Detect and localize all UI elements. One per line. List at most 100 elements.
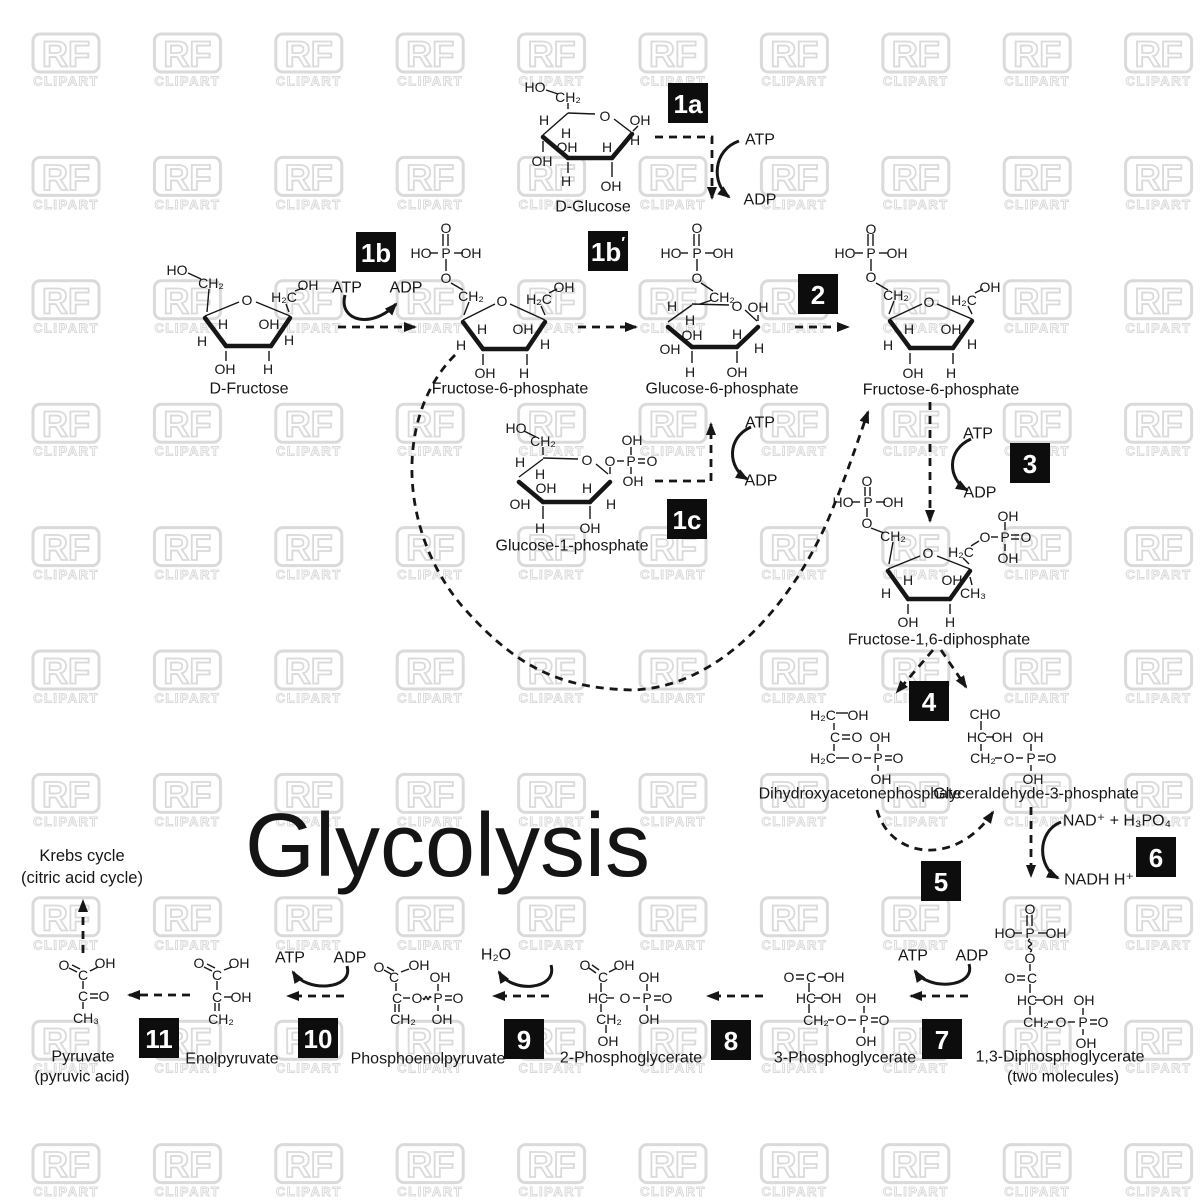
watermark-box bbox=[395, 1143, 465, 1185]
atom-label: OH bbox=[887, 245, 908, 261]
curve-atp-1c bbox=[731, 425, 752, 481]
watermark-box bbox=[517, 649, 587, 691]
atom-label: OH bbox=[95, 955, 116, 971]
cofactor-label: ADP bbox=[745, 473, 778, 490]
watermark-sub-text: CLIPART bbox=[397, 937, 463, 952]
watermark-sub-text: CLIPART bbox=[761, 1061, 827, 1076]
curve-atp-10 bbox=[291, 965, 350, 988]
atom-label: C bbox=[1027, 970, 1037, 986]
watermark-logo-text: RF bbox=[285, 651, 333, 692]
atom-label: CH₂ bbox=[530, 433, 556, 449]
atom-label: CH₃ bbox=[960, 585, 986, 601]
atom-label: P bbox=[642, 990, 651, 1006]
watermark-logo-text: RF bbox=[1135, 774, 1183, 815]
badge-box bbox=[922, 1019, 962, 1059]
atom-label: OH bbox=[623, 473, 644, 489]
watermark-sub-text: CLIPART bbox=[1004, 691, 1070, 706]
atom-label: H bbox=[535, 466, 545, 482]
atom-label: O bbox=[242, 292, 253, 308]
atom-label: OH bbox=[941, 321, 962, 337]
bond bbox=[223, 966, 233, 971]
atom-label: OH bbox=[215, 361, 236, 377]
bond-bold bbox=[734, 324, 761, 350]
watermark-sub-text: CLIPART bbox=[397, 1184, 463, 1199]
bond bbox=[936, 555, 971, 570]
atom-label: H₂C bbox=[951, 292, 977, 308]
watermark-box bbox=[881, 155, 951, 197]
cofactor-label: H₂O bbox=[481, 947, 511, 964]
watermark-logo-text: RF bbox=[528, 651, 576, 692]
watermark-box bbox=[759, 402, 829, 444]
badge-box bbox=[356, 232, 396, 272]
watermark-logo-text: RF bbox=[406, 651, 454, 692]
badge-number: 10 bbox=[304, 1024, 333, 1054]
bond-bold bbox=[947, 568, 973, 602]
atom-label: C bbox=[392, 990, 402, 1006]
watermark-box bbox=[1124, 1019, 1194, 1061]
atom-label: H bbox=[754, 340, 764, 356]
atom-label: OH bbox=[532, 153, 553, 169]
atom-label: HO bbox=[167, 262, 188, 278]
watermark-sub-text: CLIPART bbox=[640, 567, 706, 582]
watermark-logo-text: RF bbox=[892, 404, 940, 445]
watermark-sub-text: CLIPART bbox=[1004, 937, 1070, 952]
atom-label: O bbox=[692, 220, 703, 236]
watermark-sub-text: CLIPART bbox=[761, 444, 827, 459]
watermark-sub-text: CLIPART bbox=[397, 74, 463, 89]
watermark-box bbox=[1124, 1143, 1194, 1185]
watermark-logo-text: RF bbox=[528, 897, 576, 938]
watermark-logo-text: RF bbox=[1135, 404, 1183, 445]
watermark-box bbox=[638, 896, 708, 938]
watermark-sub-text: CLIPART bbox=[276, 1184, 342, 1199]
watermark-sub-text: CLIPART bbox=[1004, 1061, 1070, 1076]
watermark-sub-text: CLIPART bbox=[761, 74, 827, 89]
atom-label: OH bbox=[848, 707, 869, 723]
atom-label: O bbox=[582, 452, 593, 468]
watermark-sub-text: CLIPART bbox=[397, 444, 463, 459]
atom-label: CH₂ bbox=[880, 528, 906, 544]
watermark-sub-text: CLIPART bbox=[1126, 567, 1192, 582]
bond-bold bbox=[887, 318, 913, 351]
bond bbox=[540, 305, 546, 316]
watermark-logo-text: RF bbox=[1013, 1144, 1061, 1185]
atom-label: O bbox=[862, 473, 873, 489]
watermark-sub-text: CLIPART bbox=[33, 1061, 99, 1076]
bond bbox=[187, 272, 202, 280]
atom-label: OH bbox=[748, 299, 769, 315]
bond-bold bbox=[885, 568, 911, 602]
watermark-box bbox=[1002, 526, 1072, 568]
watermark-sub-text: CLIPART bbox=[154, 320, 220, 335]
watermark-logo-text: RF bbox=[528, 527, 576, 568]
compound-name: 2-Phosphoglycerate bbox=[560, 1050, 702, 1067]
atom-label: CH₂ bbox=[1023, 1014, 1049, 1030]
watermark-logo-text: RF bbox=[1135, 34, 1183, 75]
watermark-sub-text: CLIPART bbox=[397, 197, 463, 212]
atom-label: OH bbox=[871, 771, 892, 787]
watermark-logo-text: RF bbox=[770, 774, 818, 815]
cofactor-label: ATP bbox=[745, 415, 775, 432]
badge-number: 6 bbox=[1149, 843, 1163, 873]
watermark-sub-text: CLIPART bbox=[1126, 320, 1192, 335]
bond bbox=[667, 304, 693, 323]
compound-name: Glyceraldehyde-3-phosphate bbox=[933, 786, 1139, 803]
bond bbox=[206, 963, 216, 969]
watermark-sub-text: CLIPART bbox=[1004, 1184, 1070, 1199]
bond bbox=[68, 967, 78, 973]
watermark-sub-text: CLIPART bbox=[154, 1184, 220, 1199]
compound-name: Enolpyruvate bbox=[185, 1051, 278, 1068]
atom-label: P bbox=[866, 245, 875, 261]
watermark-box bbox=[31, 402, 101, 444]
watermark-sub-text: CLIPART bbox=[761, 814, 827, 829]
watermark-sub-text: CLIPART bbox=[33, 320, 99, 335]
